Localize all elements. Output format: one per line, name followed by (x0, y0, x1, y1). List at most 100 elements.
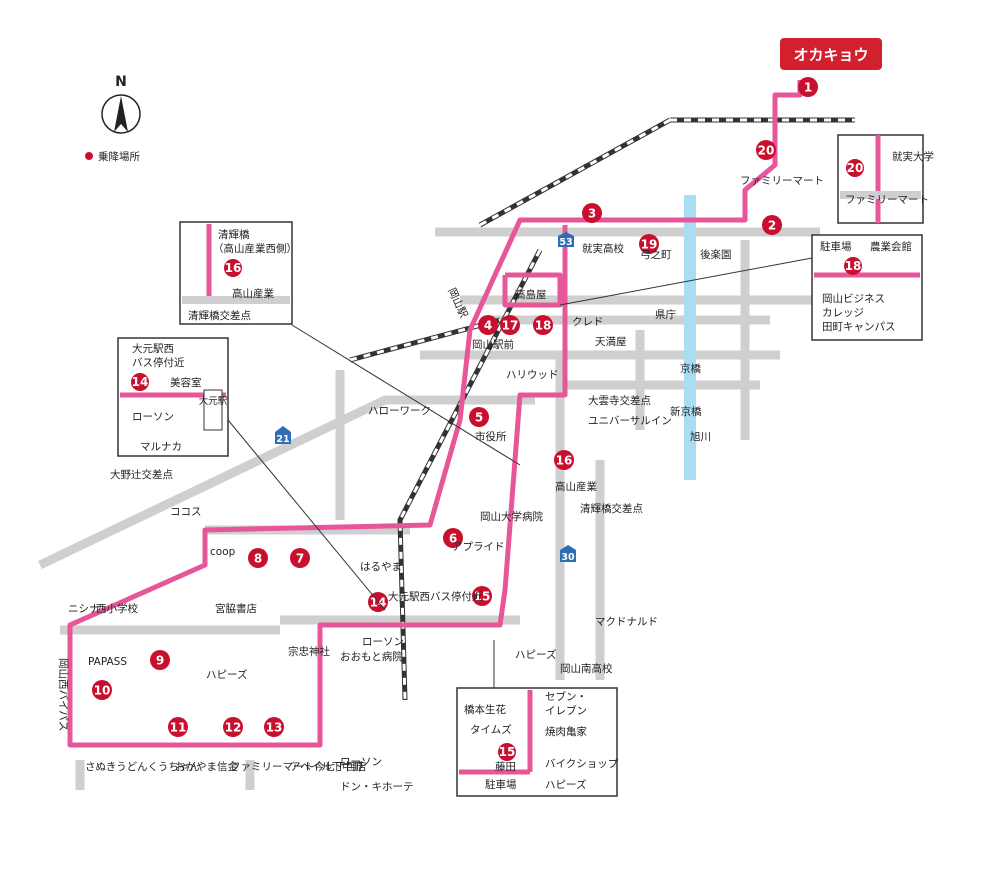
label-coop: coop (210, 546, 236, 558)
stop-circle-icon (762, 215, 782, 235)
label-soutyuu: 宗忠神社 (288, 645, 330, 658)
legend-label: 乗降場所 (98, 150, 140, 163)
label-donki: ドン・キホーテ (340, 781, 414, 793)
inset-fujita-hashimoto: 橋本生花 (464, 703, 506, 716)
inset-kangyo-parking: 駐車場 (820, 240, 852, 253)
label-hariwood: ハリウッド (506, 369, 559, 381)
compass-letter: N (115, 74, 127, 90)
inset-kiyoteru-stop: 16 (225, 261, 242, 275)
label-papass: PAPASS (88, 656, 127, 668)
stop-marker-19: 19 (639, 234, 659, 254)
connector-kangyo (559, 257, 813, 306)
stop-marker-8: 8 (248, 548, 268, 568)
stop-marker-4: 4 (478, 315, 498, 335)
stop-number: 8 (254, 552, 262, 566)
compass-ring-icon (101, 94, 141, 134)
inset-kiyoteru-shop: 高山産業 (232, 287, 274, 300)
stop-marker-7: 7 (290, 548, 310, 568)
stop-number: 7 (296, 552, 304, 566)
inset-kangyo: 18 駐車場 農業会館 岡山ビジネス カレッジ 田町キャンパス (811, 234, 923, 341)
inset-oomoto-salon: 美容室 (170, 376, 202, 389)
stop-circle-icon (168, 717, 188, 737)
inset-shujitsu-univ: 就実大学 (892, 150, 934, 163)
label-nishikogakko: 西小学校 (96, 602, 138, 615)
label-takashimaya: 高島屋 (515, 288, 547, 301)
inset-fujita-parking: 駐車場 (485, 778, 517, 791)
stop-circle-icon (533, 315, 553, 335)
stop-number: 2 (768, 219, 776, 233)
label-kencho: 県庁 (655, 308, 676, 321)
inset-kiyoteru-sub: （高山産業西側） (213, 242, 297, 255)
label-harayama: はるやま (360, 561, 402, 573)
stop-marker-18: 18 (533, 315, 553, 335)
stop-circle-icon (150, 650, 170, 670)
stop-number: 11 (170, 721, 187, 735)
stop-marker-16: 16 (554, 450, 574, 470)
label-universal: ユニバーサルイン (588, 415, 672, 427)
connector-oomoto (227, 419, 386, 611)
roads (38, 227, 820, 790)
stop-number: 6 (449, 532, 457, 546)
label-shiyakusho: 市役所 (475, 430, 507, 443)
label-okashinkin: おかやま信金 (175, 760, 238, 773)
inset-fujita-bike: バイクショップ (545, 758, 619, 770)
stop-circle-icon (290, 548, 310, 568)
inset-kiyoteru: 16 清輝橋 （高山産業西側） 高山産業 清輝橋交差点 (179, 221, 297, 325)
stop-marker-5: 5 (469, 407, 489, 427)
label-avail: アベイル下中野 (290, 760, 364, 773)
inset-shujitsu-familymart: ファミリーマート (845, 194, 929, 206)
stop-circle-icon (248, 548, 268, 568)
inset-oomoto-lawson: ローソン (132, 411, 174, 423)
stop-circle-icon (469, 407, 489, 427)
label-miyawaki: 宮脇書店 (215, 602, 257, 615)
stop-marker-6: 6 (443, 528, 463, 548)
label-okayama-minami: 岡山南高校 (560, 662, 613, 675)
label-lawson: ローソン (362, 636, 404, 648)
stop-number: 3 (588, 207, 596, 221)
label-nishina: ニシナ (68, 603, 100, 615)
compass-arrow-icon (114, 96, 128, 132)
inset-fujita-yakiniku: 焼肉亀家 (545, 725, 587, 738)
stop-number: 15 (474, 590, 491, 604)
stop-number: 19 (641, 238, 658, 252)
label-kyobashi: 京橋 (680, 362, 701, 375)
label-happys: ハピーズ (206, 668, 247, 681)
stop-number: 9 (156, 654, 164, 668)
stop-number: 5 (475, 411, 483, 425)
label-kredo: クレド (572, 316, 604, 328)
stop-dot-icon (85, 152, 93, 160)
brand-logo-text: オカキョウ (793, 46, 868, 64)
inset-oomoto: 14 大元駅西 バス停付近 美容室 ローソン マルナカ 大元駅 (117, 337, 229, 457)
label-yuminocho: 弓之町 (640, 248, 672, 261)
inset-oomoto-station: 大元駅 (199, 395, 228, 407)
stop-circle-icon (264, 717, 284, 737)
stop-number: 4 (484, 319, 492, 333)
stop-number: 13 (266, 721, 283, 735)
stop-marker-9: 9 (150, 650, 170, 670)
stop-marker-13: 13 (264, 717, 284, 737)
stop-number: 16 (556, 454, 573, 468)
inset-kiyoteru-cross: 清輝橋交差点 (188, 309, 251, 322)
inset-fujita-seven1: セブン・ (545, 690, 587, 703)
stop-marker-3: 3 (582, 203, 602, 223)
label-shinkyobashi: 新京橋 (670, 405, 702, 418)
stop-circle-icon (582, 203, 602, 223)
stop-circle-icon (223, 717, 243, 737)
inset-kangyo-college2: カレッジ (822, 307, 864, 319)
inset-kangyo-college3: 田町キャンパス (822, 321, 896, 333)
stop-circle-icon (92, 680, 112, 700)
label-bypass: 岡山西バイパス (57, 658, 69, 731)
stop-circle-icon (756, 140, 776, 160)
stop-circle-icon (639, 234, 659, 254)
label-shujitsu-hs: 就実高校 (582, 242, 624, 255)
label-hellowork: ハローワーク (368, 405, 431, 417)
inset-kangyo-hall: 農業会館 (870, 240, 912, 253)
inset-shujitsu-stop: 20 (847, 161, 864, 175)
label-okayama-sta-mae: 岡山駅前 (472, 338, 514, 351)
stop-marker-1: 1 (798, 77, 818, 97)
label-happys-2: ハピーズ (515, 648, 556, 661)
brand-logo: オカキョウ (780, 38, 882, 70)
inset-fujita-stop: 15 (499, 745, 516, 759)
place-labels: ファミリーマート 就実高校 弓之町 後楽園 高島屋 岡山駅前 クレド 天満屋 県… (57, 175, 824, 793)
